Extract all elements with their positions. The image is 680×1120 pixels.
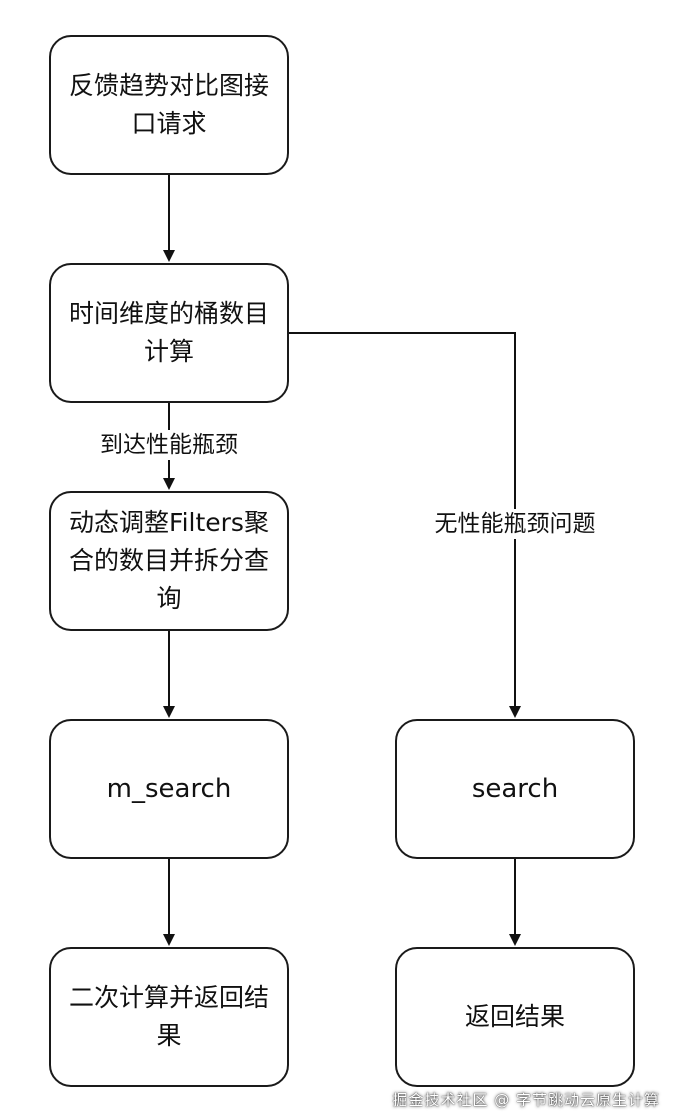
node-m-search-label: m_search xyxy=(106,774,232,804)
node-m-search: m_search xyxy=(49,719,289,859)
node-adjust-filters-label: 动态调整Filters聚合的数目并拆分查询 xyxy=(68,508,269,613)
node-search: search xyxy=(395,719,635,859)
node-feedback-request-label: 反馈趋势对比图接口请求 xyxy=(68,71,269,138)
node-return-result-label: 返回结果 xyxy=(464,1002,565,1031)
node-return-result: 返回结果 xyxy=(395,947,635,1087)
node-recompute-return: 二次计算并返回结果 xyxy=(49,947,289,1087)
node-recompute-return-label: 二次计算并返回结果 xyxy=(68,983,269,1050)
edge-label-bottleneck: 到达性能瓶颈 xyxy=(87,430,251,460)
node-search-label: search xyxy=(471,774,559,804)
node-bucket-calc-label: 时间维度的桶数目计算 xyxy=(68,299,269,366)
watermark: 掘金技术社区 @ 字节跳动云原生计算 xyxy=(392,1091,660,1109)
node-adjust-filters: 动态调整Filters聚合的数目并拆分查询 xyxy=(49,491,289,631)
edge-label-no-bottleneck: 无性能瓶颈问题 xyxy=(420,509,610,539)
node-feedback-request: 反馈趋势对比图接口请求 xyxy=(49,35,289,175)
arrow-bucket-to-search xyxy=(289,332,521,718)
node-bucket-calc: 时间维度的桶数目计算 xyxy=(49,263,289,403)
